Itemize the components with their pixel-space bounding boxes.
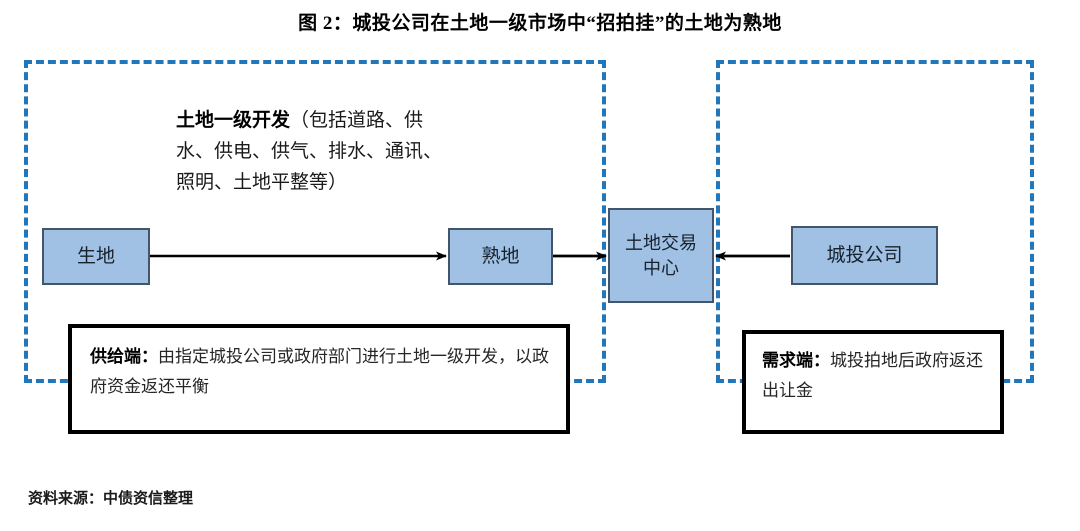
page-title: 图 2：城投公司在土地一级市场中“招拍挂”的土地为熟地 — [298, 13, 782, 34]
land-development-note: 土地一级开发（包括道路、供水、供电、供气、排水、通讯、照明、土地平整等） — [176, 106, 444, 198]
node-ugiv-company-label: 城投公司 — [826, 244, 903, 266]
node-developed-land-label: 熟地 — [481, 245, 520, 267]
node-raw-land-label: 生地 — [76, 245, 115, 267]
land-development-note-bold: 土地一级开发 — [176, 110, 291, 131]
node-developed-land[interactable]: 熟地 — [448, 228, 553, 285]
node-land-trading-center-label: 土地交易中心 — [625, 233, 697, 278]
callout-supply-side: 供给端：由指定城投公司或政府部门进行土地一级开发，以政府资金返还平衡 — [68, 324, 570, 434]
callout-supply-side-label: 供给端： — [90, 347, 158, 366]
callout-supply-side-text: 由指定城投公司或政府部门进行土地一级开发，以政府资金返还平衡 — [90, 347, 549, 396]
node-land-trading-center[interactable]: 土地交易中心 — [608, 208, 714, 303]
source-note: 资料来源：中债资信整理 — [28, 490, 194, 507]
callout-demand-side-text: 城投拍地后政府返还出让金 — [762, 351, 983, 400]
node-ugiv-company[interactable]: 城投公司 — [791, 226, 938, 285]
callout-demand-side-label: 需求端： — [762, 351, 830, 370]
land-development-note-rest: （包括道路、供水、供电、供气、排水、通讯、照明、土地平整等） — [176, 110, 443, 193]
node-raw-land[interactable]: 生地 — [42, 228, 150, 285]
callout-demand-side: 需求端：城投拍地后政府返还出让金 — [742, 330, 1004, 434]
